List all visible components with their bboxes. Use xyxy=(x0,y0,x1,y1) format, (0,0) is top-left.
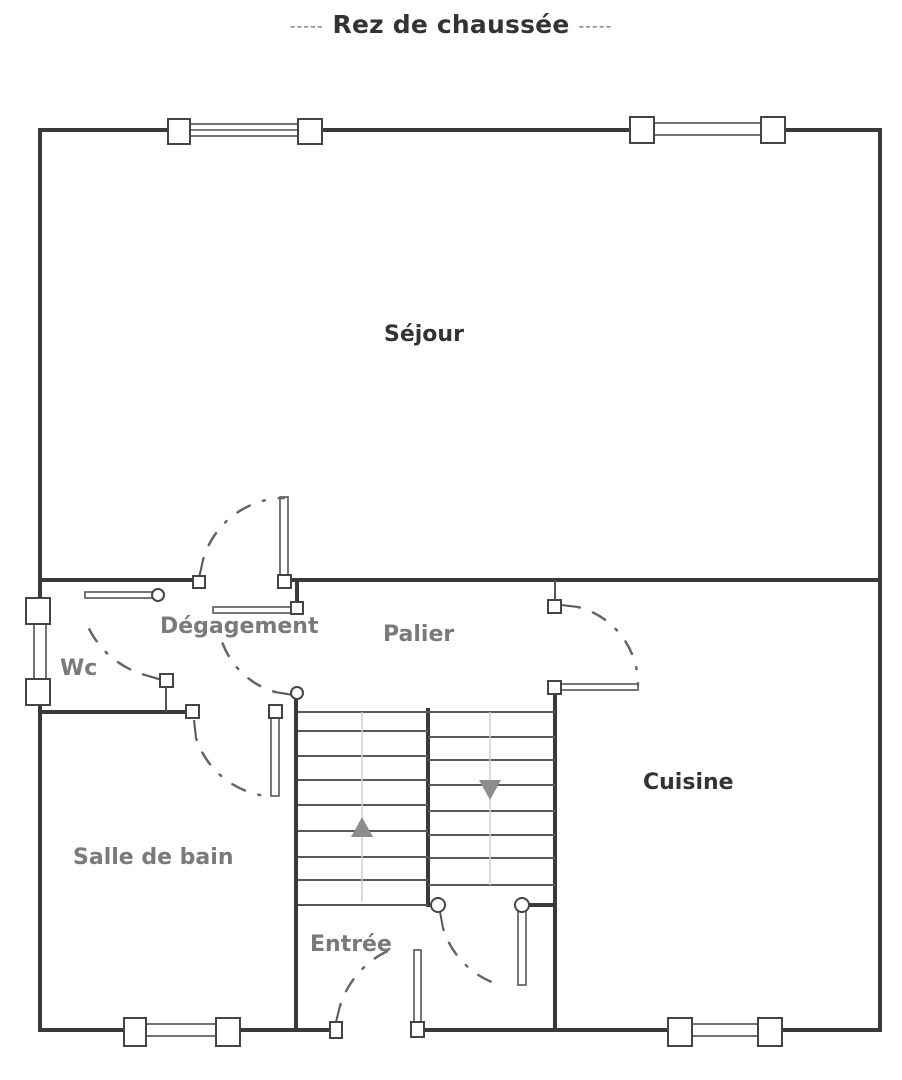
room-label-cuisine: Cuisine xyxy=(643,770,734,795)
room-label-entree: Entrée xyxy=(310,932,392,957)
title-dash-left: ----- xyxy=(289,16,324,36)
door-sejour xyxy=(192,496,292,589)
window-bottom-right xyxy=(667,1017,783,1047)
doors xyxy=(84,496,640,1039)
door-entree-inner xyxy=(430,897,530,987)
interior-walls xyxy=(38,578,882,1032)
room-label-degagement: Dégagement xyxy=(160,614,319,639)
room-label-palier: Palier xyxy=(383,622,455,647)
windows xyxy=(25,116,786,1047)
floor-title: ----- Rez de chaussée ----- xyxy=(0,10,902,39)
room-label-sejour: Séjour xyxy=(384,322,464,347)
title-dash-right: ----- xyxy=(578,16,613,36)
window-wc xyxy=(25,597,51,706)
door-cuisine xyxy=(547,599,640,695)
stair-down-arrow-icon xyxy=(479,780,501,800)
room-label-wc: Wc xyxy=(60,656,98,681)
room-label-salle-de-bain: Salle de bain xyxy=(73,845,234,870)
door-wc xyxy=(84,620,174,688)
stair-flight-up xyxy=(298,711,428,902)
door-degagement-middle xyxy=(218,633,304,700)
door-degagement-top xyxy=(84,588,304,615)
window-top-left xyxy=(167,118,323,145)
floor-title-text: Rez de chaussée xyxy=(332,10,570,39)
door-salle-de-bain xyxy=(185,704,283,798)
door-entree xyxy=(329,948,425,1039)
stair-up-arrow-icon xyxy=(351,817,373,837)
window-bottom-left xyxy=(123,1017,241,1047)
window-top-right xyxy=(629,116,786,144)
